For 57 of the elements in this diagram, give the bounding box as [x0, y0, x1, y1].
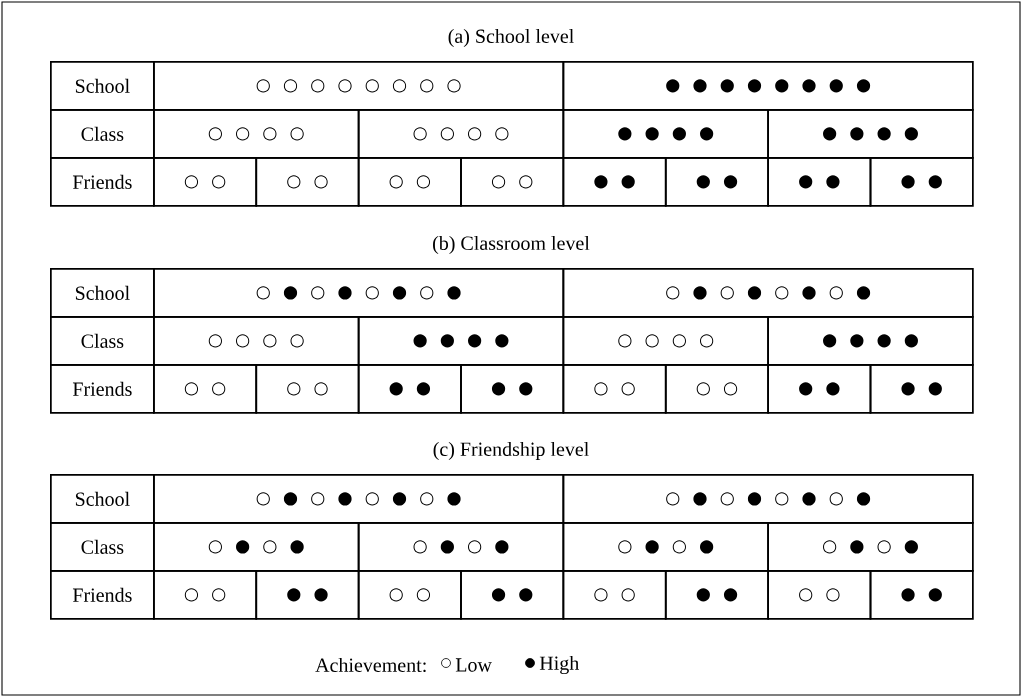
- table-cell: ● ●: [869, 364, 974, 414]
- table-cell: ○ ● ○ ● ○ ● ○ ●: [153, 268, 565, 318]
- table-cell: ○ ○ ○ ○: [562, 316, 769, 366]
- table-cell: Class: [50, 522, 155, 572]
- table-cell: Class: [50, 316, 155, 366]
- table-cell: ● ● ● ●: [767, 316, 974, 366]
- table-cell: ○ ○ ○ ○ ○ ○ ○ ○: [153, 61, 565, 111]
- table-cell: School: [50, 61, 155, 111]
- table-cell: ○ ○: [562, 570, 667, 620]
- table-cell: ● ●: [664, 157, 769, 207]
- table-cell: ● ●: [767, 157, 872, 207]
- table-cell: ● ● ● ●: [562, 109, 769, 159]
- table-cell: Class: [50, 109, 155, 159]
- panel-title: (c) Friendship level: [433, 441, 589, 461]
- table-cell: ○ ○ ○ ○: [153, 316, 360, 366]
- table-cell: ○ ○: [664, 364, 769, 414]
- table-cell: ○ ○: [357, 157, 462, 207]
- table-cell: School: [50, 474, 155, 524]
- table-cell: ○ ● ○ ●: [153, 522, 360, 572]
- table-cell: ● ●: [869, 570, 974, 620]
- table-cell: Friends: [50, 364, 155, 414]
- table-cell: Friends: [50, 570, 155, 620]
- table-cell: ○ ○: [153, 157, 258, 207]
- table-cell: ● ●: [255, 570, 360, 620]
- panel-title: (a) School level: [448, 28, 574, 48]
- table-cell: ○ ○: [562, 364, 667, 414]
- table-cell: ○ ○ ○ ○: [357, 109, 565, 159]
- table-cell: ○ ○ ○ ○: [153, 109, 360, 159]
- table-cell: School: [50, 268, 155, 318]
- table-cell: ○ ● ○ ●: [357, 522, 565, 572]
- table-cell: ○ ● ○ ●: [767, 522, 974, 572]
- table-cell: ● ● ● ● ● ● ● ●: [562, 61, 974, 111]
- table-cell: ○ ○: [767, 570, 872, 620]
- table-cell: ● ● ● ●: [767, 109, 974, 159]
- table-cell: ● ●: [357, 364, 462, 414]
- legend-text: High: [539, 655, 579, 675]
- table-cell: ○ ● ○ ● ○ ● ○ ●: [153, 474, 565, 524]
- table-cell: ● ●: [664, 570, 769, 620]
- panel-title: (b) Classroom level: [433, 235, 590, 255]
- table-cell: ● ●: [460, 364, 565, 414]
- table-cell: ○ ○: [460, 157, 565, 207]
- table-cell: ○ ● ○ ● ○ ● ○ ●: [562, 474, 974, 524]
- table-cell: ○ ○: [357, 570, 462, 620]
- table-cell: ● ●: [562, 157, 667, 207]
- table-cell: ○ ○: [255, 364, 360, 414]
- table-cell: ○ ● ○ ● ○ ● ○ ●: [562, 268, 974, 318]
- legend-title: Achievement:: [315, 657, 426, 673]
- table-cell: ○ ● ○ ●: [562, 522, 769, 572]
- table-cell: ○ ○: [153, 364, 258, 414]
- table-cell: ○ ○: [153, 570, 258, 620]
- table-cell: ● ●: [767, 364, 872, 414]
- table-cell: ● ●: [869, 157, 974, 207]
- table-cell: ● ● ● ●: [357, 316, 565, 366]
- table-cell: ● ●: [460, 570, 565, 620]
- table-cell: Friends: [50, 157, 155, 207]
- table-cell: ○ ○: [255, 157, 360, 207]
- legend-text: Low: [455, 658, 492, 672]
